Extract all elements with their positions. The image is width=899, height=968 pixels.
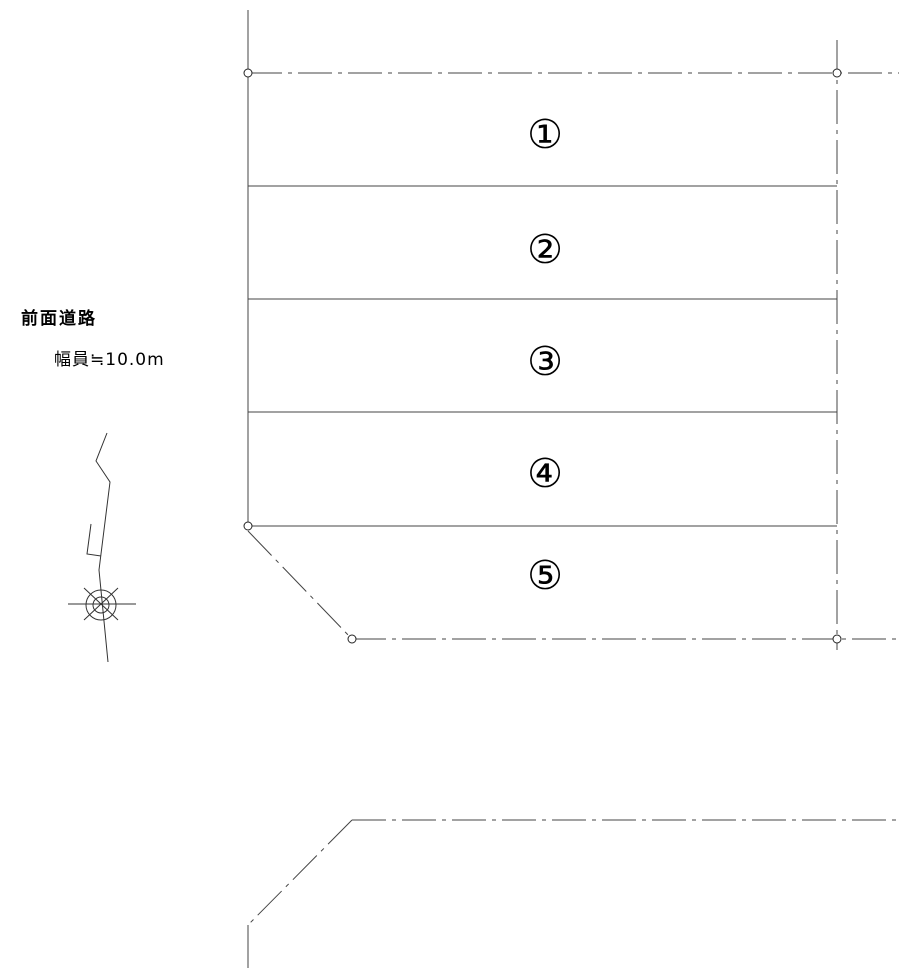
lot-label-2: ② — [527, 227, 563, 273]
circle-icon — [347, 634, 357, 644]
north-arrow-icon — [68, 432, 136, 663]
circle-icon — [832, 68, 842, 78]
circle-icon — [832, 634, 842, 644]
road-opposite-corner-line — [247, 819, 353, 926]
road-width-label: 幅員≒10.0m — [54, 350, 165, 370]
circle-icon — [243, 68, 253, 78]
lot-label-4: ④ — [527, 451, 563, 497]
circle-icon — [243, 521, 253, 531]
lot-label-3: ③ — [527, 339, 563, 385]
road-title: 前面道路 — [21, 309, 97, 329]
lot-label-5: ⑤ — [527, 553, 563, 599]
lot-label-1: ① — [527, 112, 563, 158]
corner-cut-line — [247, 530, 353, 640]
